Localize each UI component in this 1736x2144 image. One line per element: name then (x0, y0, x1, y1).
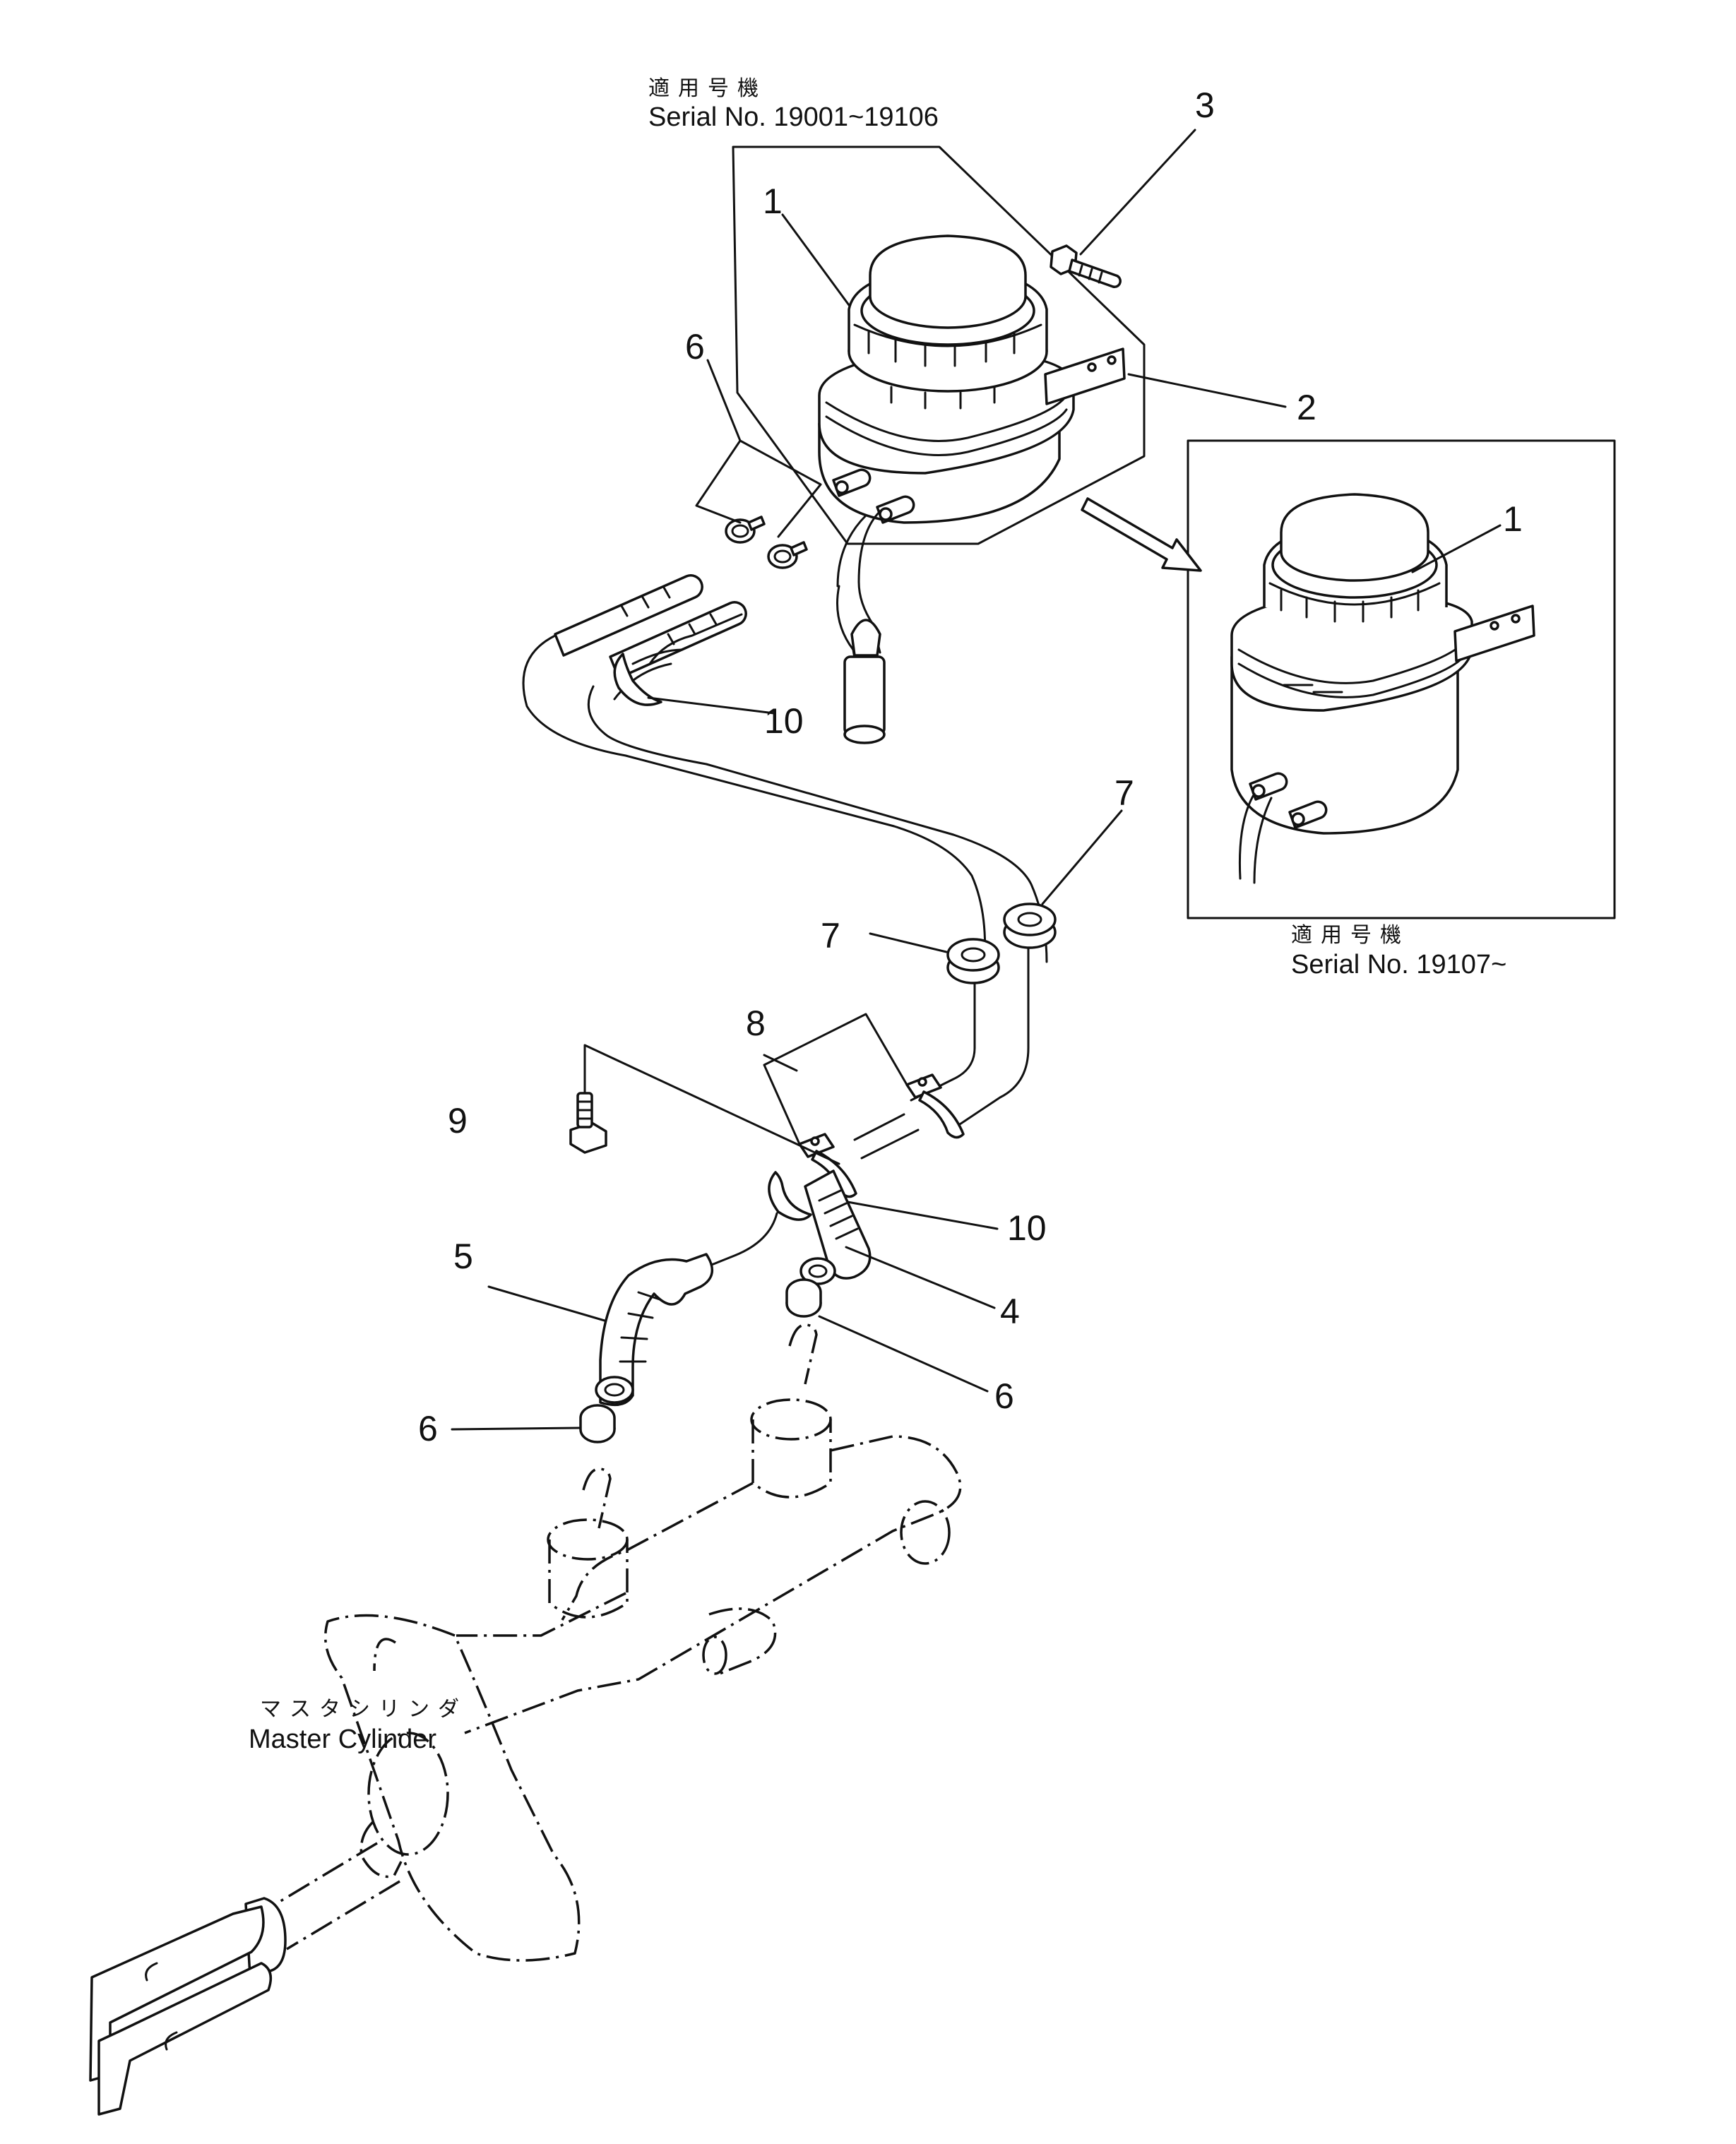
callout-1-lower: 1 (1503, 499, 1523, 539)
callout-7-left: 7 (821, 916, 840, 955)
callout-4: 4 (1000, 1292, 1020, 1331)
serial-range-box (1187, 439, 1616, 919)
applicable-model-label-bottom: 適用号機 (1291, 924, 1410, 947)
callout-7-right: 7 (1114, 773, 1134, 813)
part-7-grommets (946, 903, 1057, 984)
hoses-upper (522, 574, 1048, 963)
reservoir-tank-old (818, 234, 1075, 524)
callout-6-upper: 6 (685, 327, 705, 367)
applicable-model-label-top: 適用号機 (648, 77, 767, 100)
callout-6-left: 6 (418, 1409, 438, 1448)
part-3-bolt (1050, 244, 1122, 288)
clevis-fork (89, 1897, 287, 2116)
reservoir-tank-new (1230, 493, 1473, 835)
callout-6-right: 6 (994, 1376, 1014, 1416)
reservoir-nipples-new (1238, 772, 1328, 884)
part-5-hose (595, 1212, 778, 1407)
callout-10-lower: 10 (1007, 1208, 1047, 1248)
part-9-screw (569, 1092, 607, 1154)
level-sensor-connector (836, 510, 886, 744)
part-10-band-lower (768, 1171, 812, 1221)
callout-3: 3 (1195, 85, 1215, 125)
part-2-bracket (1044, 347, 1126, 405)
callout-numbers: 1 2 3 6 10 1 7 7 8 9 10 5 4 6 6 (418, 85, 1523, 1448)
leader-lines (451, 129, 1502, 1431)
change-arrow (1081, 497, 1202, 572)
callout-8: 8 (746, 1003, 766, 1043)
master-cylinder-label-en: Master Cylinder (249, 1725, 436, 1754)
part-1-bracket-new (1453, 605, 1535, 662)
serial-range-bottom: Serial No. 19107~ (1291, 950, 1506, 979)
part-6-clamps-lower (579, 1278, 822, 1443)
tubes-lower (853, 948, 1030, 1160)
callout-2: 2 (1297, 388, 1316, 427)
master-cylinder-outline (263, 1323, 962, 1962)
callout-1-upper: 1 (763, 181, 783, 221)
master-cylinder-label-jp: マスタシリンダ (260, 1698, 468, 1721)
callout-9: 9 (448, 1101, 468, 1141)
callout-5: 5 (453, 1237, 473, 1276)
part-4-hose (799, 1169, 872, 1285)
serial-range-top: Serial No. 19001~19106 (648, 102, 939, 132)
serial-range-outline-top (732, 145, 1146, 545)
part-6-clamps-top (725, 516, 808, 569)
part-10-band-upper (613, 648, 684, 706)
part-8-leader (763, 1013, 908, 1145)
part-9-leader (583, 1044, 840, 1165)
callout-10-upper: 10 (764, 701, 804, 741)
reservoir-nipples-old (832, 468, 915, 524)
